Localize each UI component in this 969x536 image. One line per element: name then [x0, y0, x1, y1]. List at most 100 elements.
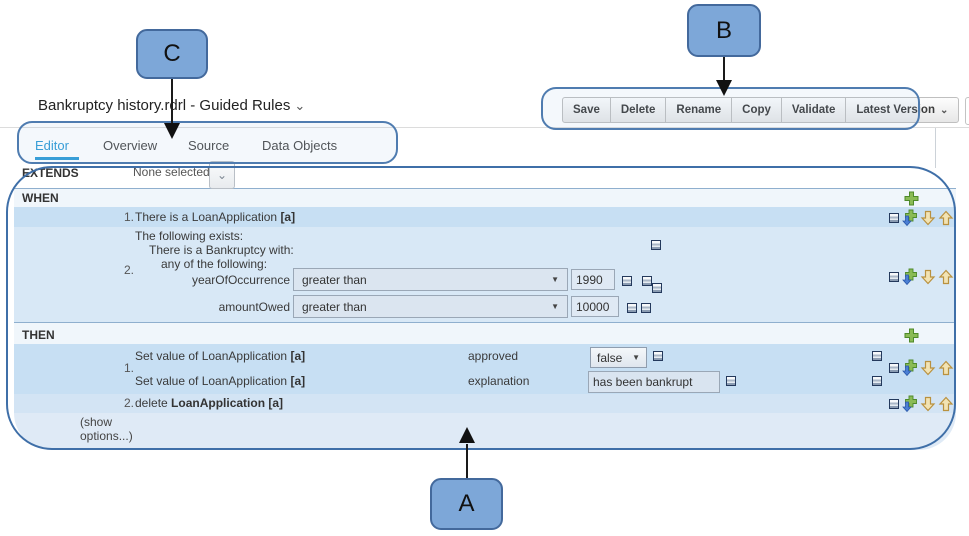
row-action-icons	[889, 268, 954, 285]
select-arrow-icon: ▼	[551, 275, 559, 284]
asset-title-text: Bankruptcy history.rdrl - Guided Rules	[38, 97, 291, 114]
operator-select-yearofoccurrence[interactable]: greater than ▼	[293, 268, 568, 291]
value-input-yearofoccurrence[interactable]	[571, 269, 615, 290]
delete-text: delete	[135, 396, 168, 410]
annotation-box-c: C	[136, 29, 208, 79]
when-row-1[interactable]: 1. There is a LoanApplication [a]	[14, 207, 956, 227]
validate-button[interactable]: Validate	[780, 97, 847, 123]
annotation-c-arrow-line	[171, 79, 173, 123]
collapse-row-icon[interactable]	[889, 212, 899, 223]
collapse-row-icon[interactable]	[889, 398, 899, 409]
row-number: 2.	[123, 396, 134, 410]
delete-button[interactable]: Delete	[609, 97, 667, 123]
exists-line-2: There is a Bankruptcy with:	[149, 243, 294, 257]
edit-condition-extra-icon[interactable]	[652, 283, 662, 293]
action-text: Set value of LoanApplication [a]	[135, 349, 305, 363]
approved-value: false	[597, 350, 623, 365]
add-row-after-icon[interactable]	[901, 268, 918, 285]
operator-value: greater than	[302, 299, 367, 314]
save-button[interactable]: Save	[562, 97, 611, 123]
expand-editor-button[interactable]	[965, 97, 969, 125]
annotation-a-arrowhead	[459, 427, 475, 443]
add-row-after-icon[interactable]	[901, 395, 918, 412]
fact-binding: LoanApplication [a]	[171, 396, 284, 410]
tab-data-objects[interactable]: Data Objects	[262, 138, 338, 153]
edit-exists-icon[interactable]	[651, 240, 661, 250]
asset-toolbar: Save Delete Rename Copy Validate Latest …	[562, 97, 969, 125]
collapse-row-icon[interactable]	[889, 362, 899, 373]
when-row-2[interactable]: The following exists: There is a Bankrup…	[14, 227, 956, 322]
edit-value-icon[interactable]	[622, 276, 632, 286]
fact-binding: [a]	[280, 210, 296, 224]
annotation-box-b: B	[687, 4, 761, 57]
chevron-down-icon: ⌄	[216, 168, 228, 182]
action-field-label: explanation	[468, 374, 530, 388]
explanation-value-input[interactable]	[588, 371, 720, 393]
select-arrow-icon: ▼	[551, 302, 559, 311]
operator-value: greater than	[302, 272, 367, 287]
edit-value-icon[interactable]	[627, 303, 637, 313]
set-value-text: Set value of LoanApplication	[135, 349, 288, 363]
move-row-down-icon[interactable]	[920, 210, 936, 226]
move-row-up-icon[interactable]	[938, 360, 954, 376]
page-title: Bankruptcy history.rdrl - Guided Rules⌄	[38, 97, 305, 114]
edit-condition-icon[interactable]	[641, 303, 651, 313]
panel-edge-line	[935, 128, 936, 168]
edit-value-icon[interactable]	[726, 376, 736, 386]
add-condition-icon[interactable]	[903, 190, 920, 207]
then-row-1[interactable]: 1. Set value of LoanApplication [a] appr…	[14, 344, 956, 394]
move-row-up-icon[interactable]	[938, 396, 954, 412]
select-arrow-icon: ▼	[632, 353, 640, 362]
copy-button[interactable]: Copy	[731, 97, 782, 123]
row-number: 1.	[123, 361, 134, 375]
row-number: 2.	[123, 263, 134, 277]
action-field-label: approved	[468, 349, 519, 363]
add-action-icon[interactable]	[903, 327, 920, 344]
value-input-amountowed[interactable]	[571, 296, 619, 317]
edit-condition-icon[interactable]	[642, 276, 652, 286]
action-text: delete LoanApplication [a]	[135, 396, 283, 410]
move-row-down-icon[interactable]	[920, 396, 936, 412]
title-chevron-icon[interactable]: ⌄	[294, 98, 306, 113]
edit-action-icon[interactable]	[872, 376, 882, 386]
approved-value-select[interactable]: false ▼	[590, 347, 647, 368]
annotation-box-a: A	[430, 478, 503, 530]
tab-overview[interactable]: Overview	[103, 138, 158, 153]
annotation-letter: A	[458, 490, 475, 517]
move-row-up-icon[interactable]	[938, 210, 954, 226]
annotation-letter: B	[715, 16, 732, 44]
exists-line-1: The following exists:	[135, 229, 244, 243]
latest-version-dropdown[interactable]: Latest Version⌄	[845, 97, 960, 123]
row-action-icons	[889, 359, 954, 376]
add-row-after-icon[interactable]	[901, 359, 918, 376]
annotation-a-arrow-line	[466, 444, 468, 478]
operator-select-amountowed[interactable]: greater than ▼	[293, 295, 568, 318]
annotation-c-arrowhead	[164, 123, 180, 139]
edit-action-icon[interactable]	[872, 351, 882, 361]
rename-button[interactable]: Rename	[665, 97, 733, 123]
when-section-header: WHEN	[14, 188, 956, 207]
version-chevron-icon: ⌄	[939, 105, 949, 116]
tab-editor[interactable]: Editor	[35, 138, 69, 153]
row-action-icons	[889, 395, 954, 412]
condition-pattern-text: There is a LoanApplication	[135, 210, 278, 224]
extends-dropdown-button[interactable]: ⌄	[209, 161, 235, 189]
condition-field-label: amountOwed	[218, 300, 290, 314]
exists-line-3: any of the following:	[161, 257, 268, 271]
move-row-down-icon[interactable]	[920, 360, 936, 376]
collapse-row-icon[interactable]	[889, 271, 899, 282]
move-row-up-icon[interactable]	[938, 269, 954, 285]
condition-field-label: yearOfOccurrence	[191, 273, 290, 287]
edit-value-icon[interactable]	[653, 351, 663, 361]
then-row-2[interactable]: 2. delete LoanApplication [a]	[14, 394, 956, 413]
row-action-icons	[889, 209, 954, 226]
tab-source[interactable]: Source	[188, 138, 230, 153]
show-options-link[interactable]: (show options...)	[80, 415, 133, 443]
add-row-after-icon[interactable]	[901, 209, 918, 226]
action-text: Set value of LoanApplication [a]	[135, 374, 305, 388]
fact-binding: [a]	[290, 349, 306, 363]
extends-label: EXTENDS	[22, 166, 79, 180]
move-row-down-icon[interactable]	[920, 269, 936, 285]
when-label: WHEN	[22, 191, 59, 205]
